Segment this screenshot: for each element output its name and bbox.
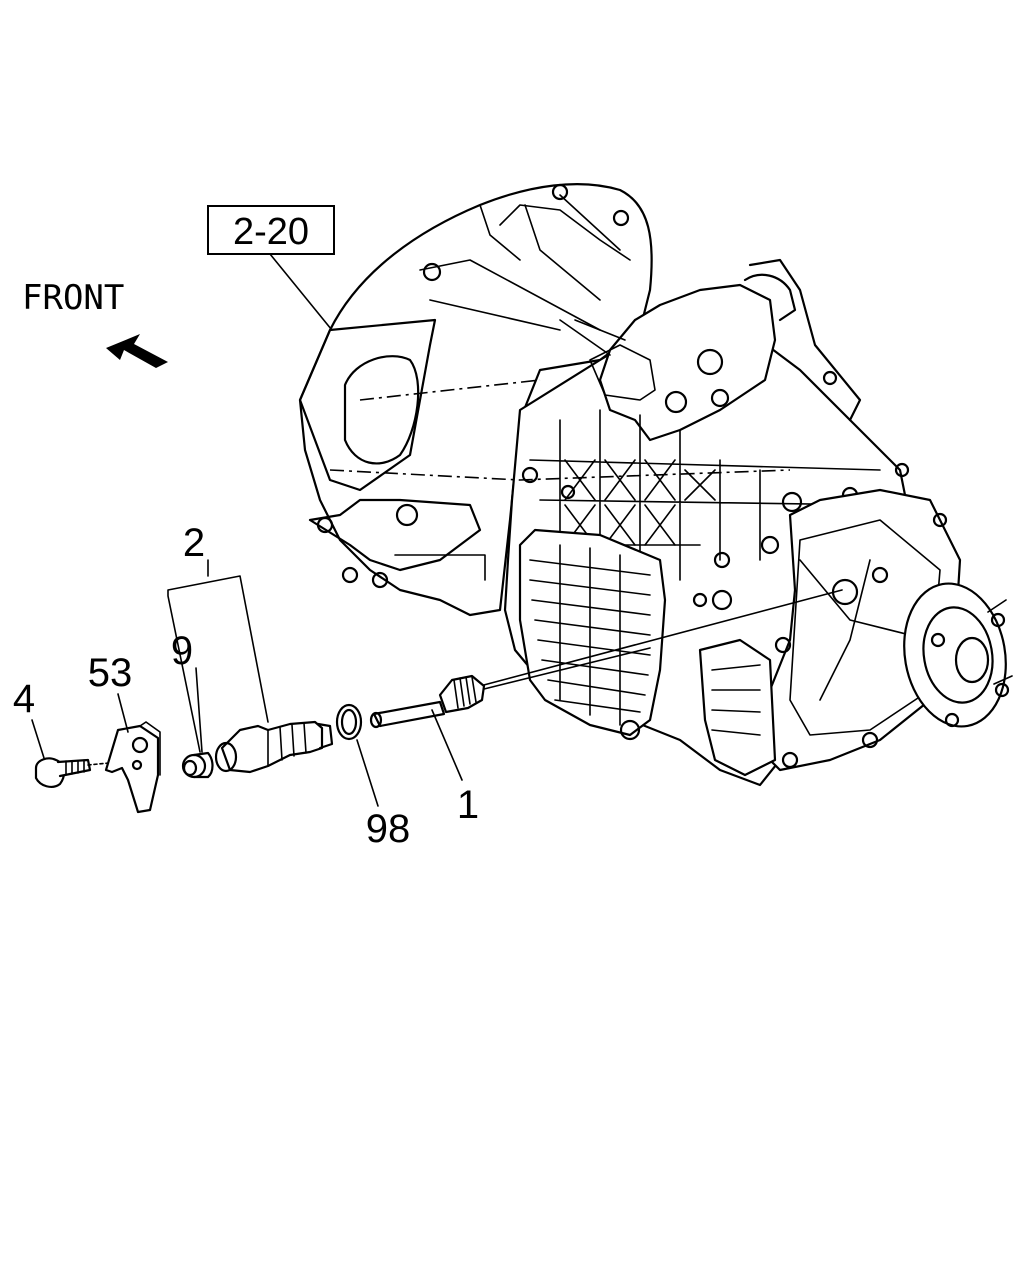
part-53-bracket[interactable] (104, 721, 161, 814)
shaft-leader-lower (479, 647, 651, 691)
part-2-bracket (167, 559, 269, 753)
part-2-label[interactable]: 2 (183, 521, 205, 565)
part-4-leader (31, 719, 45, 759)
shaft-leader-upper (479, 589, 843, 687)
part-1-label[interactable]: 1 (457, 783, 479, 827)
front-arrow-icon (106, 334, 168, 368)
part-9-leader (195, 667, 203, 753)
part-4-label[interactable]: 4 (13, 677, 35, 721)
part-1-leader (431, 709, 463, 781)
part-98-leader (356, 739, 379, 807)
part-53-leader (117, 693, 129, 733)
front-label: FRONT (22, 278, 124, 318)
part-2-sleeve[interactable] (214, 720, 334, 774)
part-4-bolt[interactable] (34, 757, 141, 788)
transmission-assembly (298, 183, 1013, 787)
part-9-ring[interactable] (181, 751, 214, 779)
part-53-label[interactable]: 53 (88, 651, 133, 695)
part-98-label[interactable]: 98 (366, 807, 411, 851)
reference-leader (269, 253, 341, 341)
part-1-shaft[interactable] (369, 674, 486, 729)
reference-box[interactable]: 2-20 (207, 205, 335, 255)
part-98-oring[interactable] (335, 703, 363, 741)
reference-label: 2-20 (233, 211, 309, 253)
